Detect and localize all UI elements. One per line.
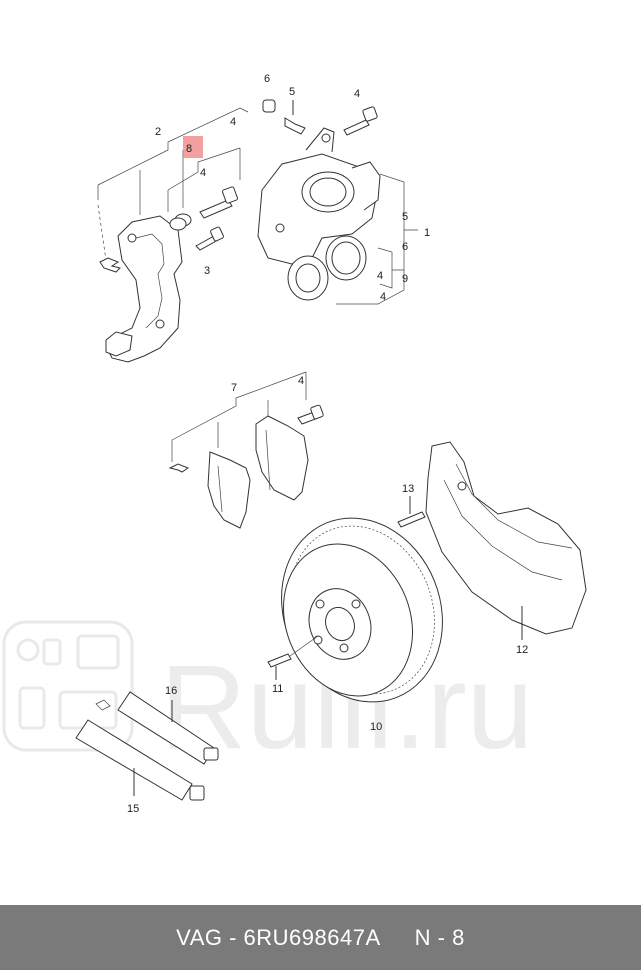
label-4: 4	[200, 167, 206, 179]
label-9: 9	[402, 273, 408, 285]
label-13: 13	[402, 483, 414, 495]
label-10: 10	[370, 721, 382, 733]
guide-bush-8	[169, 213, 192, 231]
brake-disc-10	[281, 517, 443, 703]
seal-ring	[287, 235, 367, 301]
parts-diagram: Rulli.ru	[2, 73, 587, 815]
label-4: 4	[380, 291, 386, 303]
part-number: VAG - 6RU698647A	[176, 924, 381, 950]
bolt-3	[195, 226, 224, 251]
label-16: 16	[165, 685, 177, 697]
brake-pads-group	[168, 371, 324, 529]
grease-tube-16	[95, 691, 219, 765]
label-5: 5	[402, 211, 408, 223]
label-6: 6	[264, 73, 270, 85]
label-2: 2	[155, 126, 161, 138]
watermark: Rulli.ru	[2, 620, 533, 774]
label-4: 4	[298, 375, 304, 387]
label-6: 6	[402, 241, 408, 253]
label-3: 3	[204, 265, 210, 277]
bolt-13	[397, 496, 426, 528]
splash-shield-12	[425, 441, 587, 640]
label-1: 1	[424, 227, 430, 239]
label-4: 4	[230, 116, 236, 128]
callout-labels: 8 6 5 4 2 4 4 3 5 1 6 9 4 4 7 4 13 12 11…	[127, 73, 528, 815]
diagram-position: N - 8	[414, 924, 465, 950]
bleed-screw-5	[284, 100, 306, 135]
grease-tube-15	[75, 719, 205, 801]
label-4: 4	[354, 88, 360, 100]
label-4: 4	[377, 270, 383, 282]
part-number-footer: VAG - 6RU698647A N - 8	[0, 905, 641, 970]
label-8: 8	[186, 143, 192, 155]
cap-6	[262, 99, 276, 113]
caliper-housing	[257, 127, 381, 265]
label-5: 5	[289, 86, 295, 98]
bolt-4-top	[343, 106, 378, 136]
caliper-group	[97, 99, 418, 363]
guide-pin-4	[199, 186, 238, 219]
disc-screw-11	[267, 635, 319, 680]
label-15: 15	[127, 803, 139, 815]
label-7: 7	[231, 382, 237, 394]
label-11: 11	[272, 683, 283, 695]
highlight-box-8	[183, 136, 203, 158]
label-12: 12	[516, 644, 528, 656]
